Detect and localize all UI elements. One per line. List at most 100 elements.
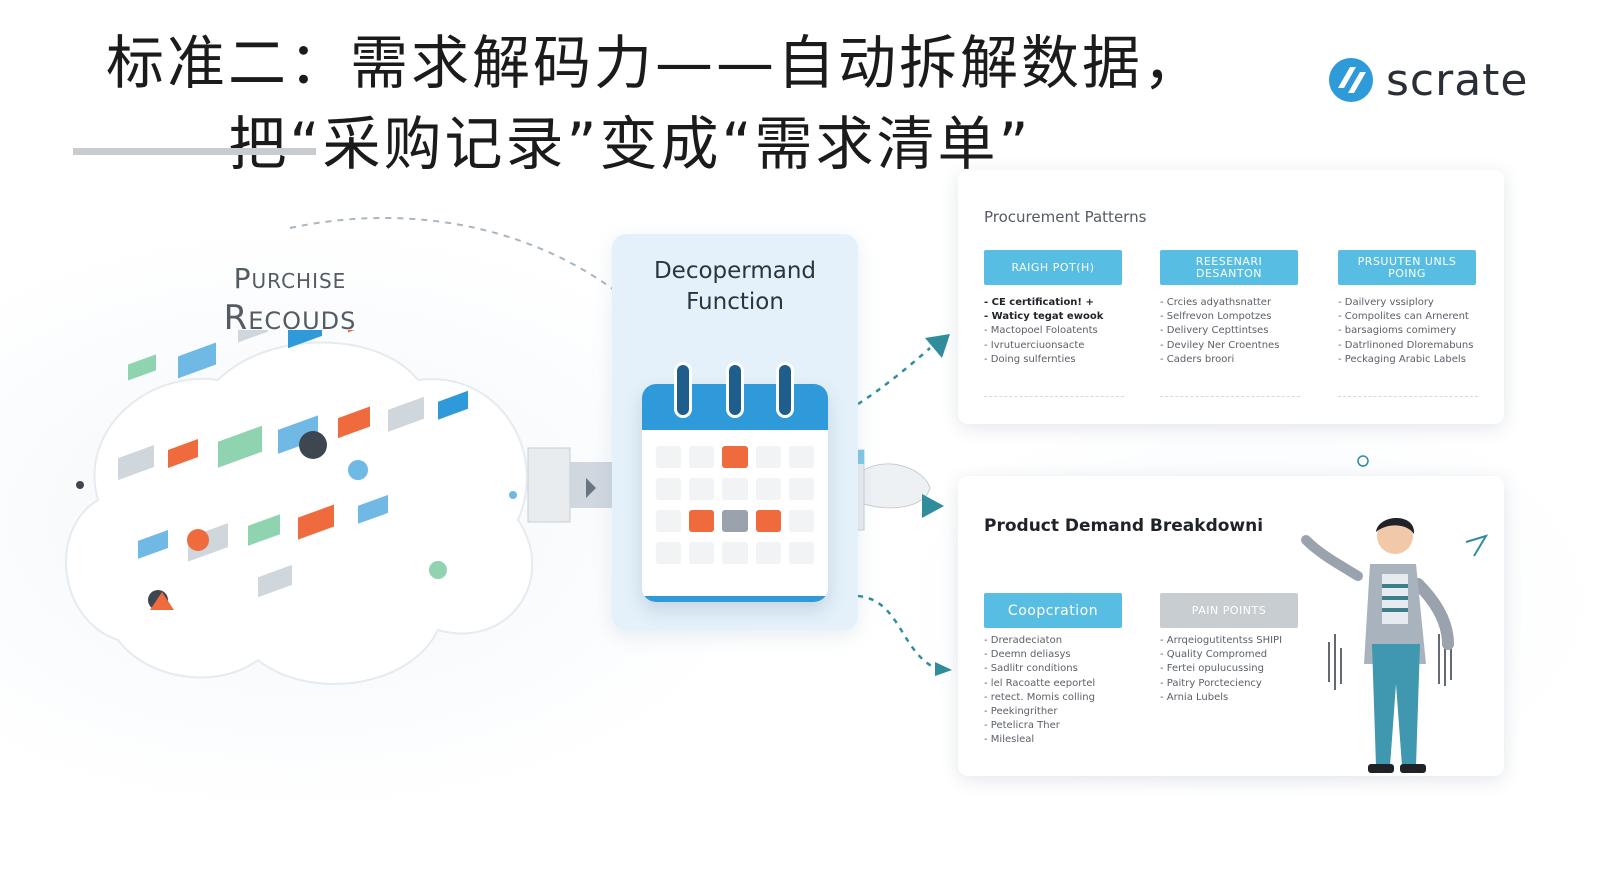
arrow-to-demand — [857, 594, 936, 670]
right-plug-arrow-icon — [922, 494, 944, 518]
demand-card-title: Product Demand Breakdowni — [984, 516, 1264, 536]
scrate-logo-icon — [1329, 58, 1373, 102]
iso-box-icon — [438, 390, 468, 420]
calendar-cell — [755, 542, 781, 564]
decompose-demand-panel: Decopermand Function — [612, 234, 858, 630]
iso-cylinder-icon — [348, 460, 368, 480]
calendar-grid — [656, 446, 814, 564]
calendar-ring-icon — [726, 362, 744, 418]
procurement-list-1: CE certification! + Waticy tegat ewook M… — [984, 296, 1144, 367]
procurement-tag-1: RAIGH POT(H) — [984, 250, 1122, 285]
iso-box-icon — [298, 504, 334, 540]
demand-list-2: Arrqeiogutitentss SHIPI Quality Comprome… — [1160, 634, 1330, 705]
iso-box-icon — [128, 354, 156, 381]
list-item: Peekingrither — [984, 705, 1164, 719]
brand-logo[interactable]: scrate — [1328, 52, 1529, 108]
purchase-records-label-line-2: Recouds — [223, 298, 357, 338]
calendar-cell — [656, 478, 682, 500]
robot-hand-icon — [863, 463, 931, 509]
list-item: Paitry Porcteciency — [1160, 677, 1330, 691]
list-item: Crcies adyathsnatter — [1160, 296, 1320, 310]
left-plug-neck — [570, 462, 618, 508]
list-item: Arrqeiogutitentss SHIPI — [1160, 634, 1330, 648]
list-item: Peckaging Arabic Labels — [1338, 353, 1498, 367]
procurement-list-3: Dailvery vssiplory Compolites can Arnere… — [1338, 296, 1498, 367]
brand-name: scrate — [1386, 54, 1529, 106]
list-item: Arnia Lubels — [1160, 691, 1330, 705]
procurement-tag-2: REESENARI DESANTON — [1160, 250, 1298, 285]
list-item: lel Racoatte eeportel — [984, 677, 1164, 691]
calendar-cell — [689, 478, 715, 500]
calendar-cell — [788, 542, 814, 564]
calendar-ring-icon — [674, 362, 692, 418]
calendar-cell — [788, 446, 814, 468]
calendar-cell — [656, 510, 682, 532]
iso-box-icon — [258, 564, 292, 598]
list-item: Petelicra Ther — [984, 719, 1164, 733]
iso-dot-icon — [509, 491, 517, 499]
list-item: Datrlinoned Dloremabuns — [1338, 339, 1498, 353]
panel-title-line-2: Function — [686, 289, 784, 315]
calendar-base — [642, 596, 828, 602]
procurement-patterns-card: Procurement Patterns RAIGH POT(H) CE cer… — [958, 170, 1504, 424]
demand-tag-pain-points: PAIN POINTS — [1160, 593, 1298, 628]
calendar-ring-icon — [776, 362, 794, 418]
demand-list-1: Dreradeciaton Deemn deliasys Sadlitr con… — [984, 634, 1164, 748]
list-item: barsagioms comimery — [1338, 324, 1498, 338]
calendar-cell — [722, 542, 748, 564]
calendar-cell — [689, 446, 715, 468]
panel-title-line-1: Decopermand — [653, 258, 817, 284]
purchase-records-cloud — [65, 330, 534, 685]
iso-cylinder-icon — [429, 561, 447, 579]
list-item: Deemn deliasys — [984, 648, 1164, 662]
calendar-cell — [689, 542, 715, 564]
list-item: Mactopoel Foloatents — [984, 324, 1144, 338]
list-item: Deviley Ner Croentnes — [1160, 339, 1320, 353]
iso-box-icon — [218, 425, 262, 468]
calendar-cell — [755, 478, 781, 500]
arrow-to-procurement — [857, 347, 931, 406]
arrow-head-procurement-icon — [925, 334, 950, 358]
calendar-cell — [755, 510, 781, 532]
divider — [984, 396, 1124, 397]
page-title-line-1: 标准二：需求解码力——自动拆解数据， — [105, 29, 1204, 97]
iso-box-icon — [118, 445, 154, 481]
iso-box-icon — [138, 529, 168, 559]
divider — [1338, 396, 1478, 397]
arrow-head-demand-icon — [935, 662, 952, 676]
list-item: Dailvery vssiplory — [1338, 296, 1498, 310]
list-item: retect. Momis colling — [984, 691, 1164, 705]
demand-tag-cooperation: Coopcration — [984, 593, 1122, 628]
list-item: Waticy tegat ewook — [984, 310, 1144, 324]
list-item: Selfrevon Lompotzes — [1160, 310, 1320, 324]
list-item: Quality Compromed — [1160, 648, 1330, 662]
calendar-cell — [788, 510, 814, 532]
list-item: Compolites can Arnerent — [1338, 310, 1498, 324]
list-item: Ivrutuerciuonsacte — [984, 339, 1144, 353]
list-item: CE certification! + — [984, 296, 1144, 310]
iso-box-icon — [168, 439, 198, 468]
iso-box-icon — [288, 330, 322, 349]
calendar-cell — [656, 542, 682, 564]
calendar-cell — [722, 510, 748, 532]
iso-box-icon — [238, 330, 268, 343]
decor-ring-icon — [1357, 455, 1369, 467]
iso-box-icon — [178, 342, 216, 379]
calendar-cell — [722, 478, 748, 500]
iso-icons-cluster — [76, 330, 517, 610]
iso-box-icon — [358, 494, 388, 524]
iso-box-icon — [278, 415, 318, 454]
iso-dot-icon — [76, 481, 84, 489]
iso-cylinder-icon — [299, 431, 327, 459]
list-item: Fertei opulucussing — [1160, 662, 1330, 676]
map-pin-icon — [150, 592, 174, 610]
iso-box-icon — [338, 406, 370, 439]
list-item: Milesleal — [984, 733, 1164, 747]
list-item: Dreradeciaton — [984, 634, 1164, 648]
presenter-person-icon — [1301, 518, 1489, 773]
list-item: Caders broori — [1160, 353, 1320, 367]
procurement-tag-3: PRSUUTEN UNLS POING — [1338, 250, 1476, 285]
divider — [1160, 396, 1300, 397]
calendar-cell — [755, 446, 781, 468]
title-rule — [73, 148, 316, 155]
